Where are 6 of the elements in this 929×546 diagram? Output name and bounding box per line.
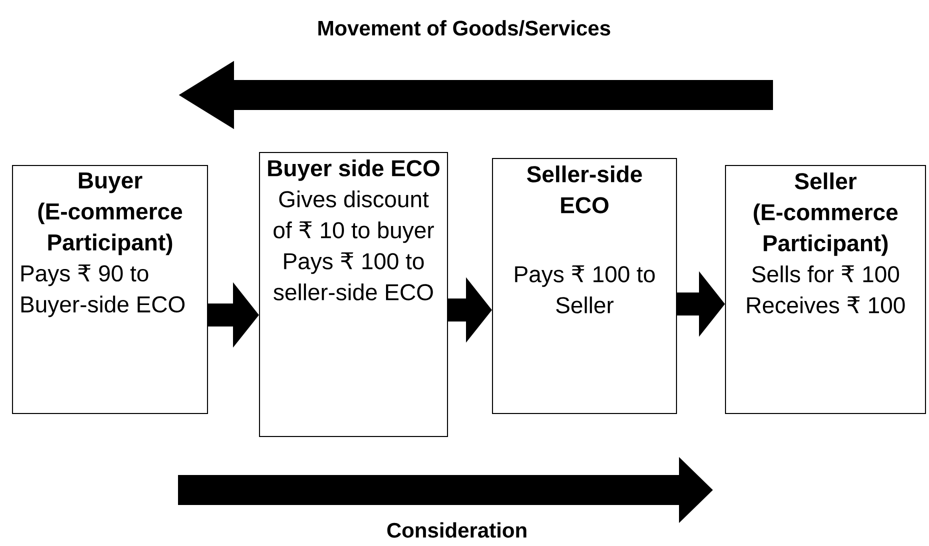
arrow-caption: Consideration xyxy=(387,522,526,538)
process-box: Seller-side ECO Pays ₹ 100 to Seller xyxy=(492,158,677,414)
process-box: Buyer side ECO Gives discount of ₹ 10 to buyer Pays ₹ 100 to seller-side ECO xyxy=(259,152,448,437)
arrow-caption: Movement of Goods/Services xyxy=(318,20,610,36)
process-box: Buyer (E-commerce Participant) Pays ₹ 90 to Buyer-side ECO xyxy=(12,165,208,414)
process-box: Seller (E-commerce Participant) Sells for ₹ 100 Receives ₹ 100 xyxy=(725,165,926,414)
